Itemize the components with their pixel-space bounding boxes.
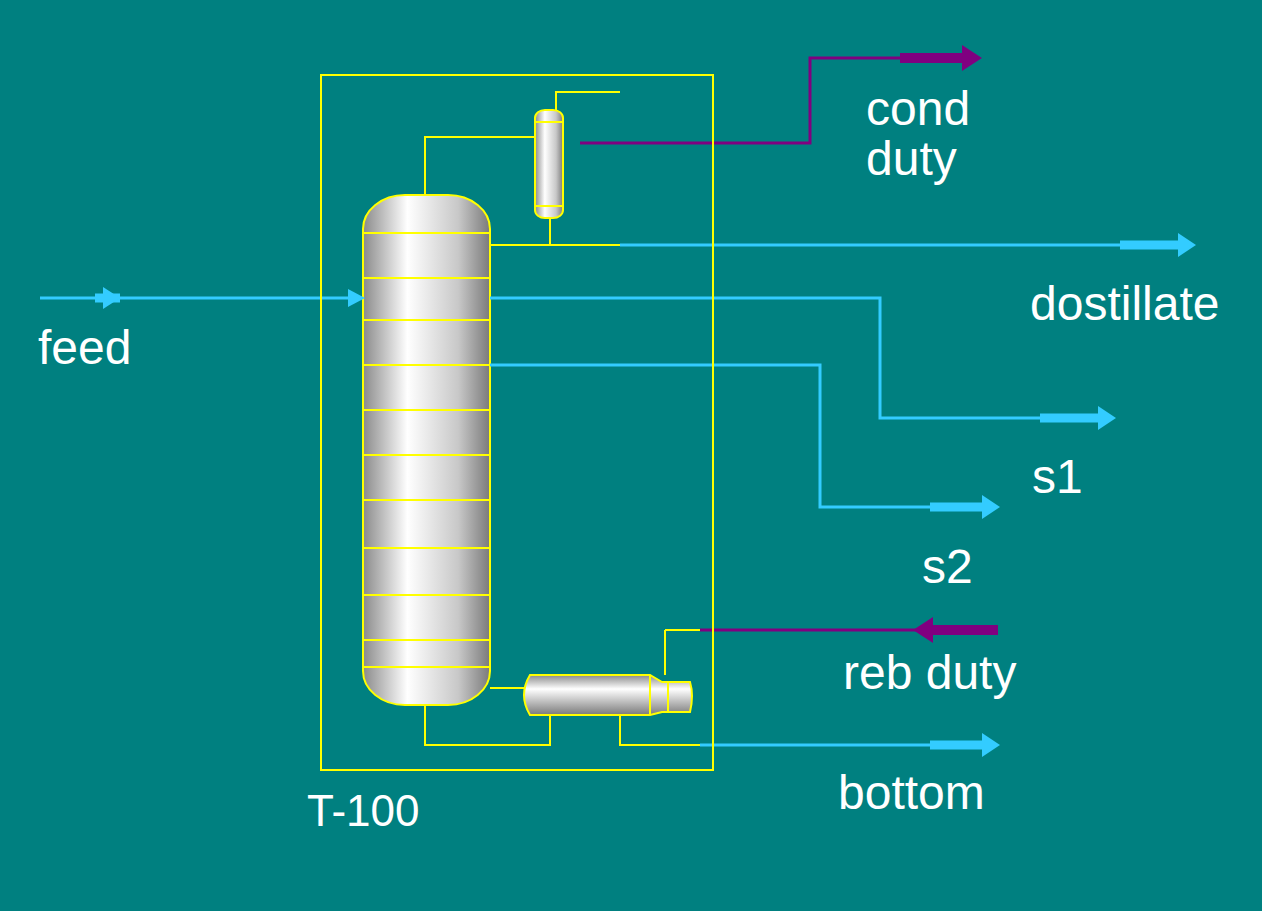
unit-tag: T-100 (307, 787, 420, 835)
material-streams (40, 245, 1180, 745)
stream-label: s1 (1032, 452, 1083, 502)
condenser (535, 110, 563, 218)
column-boundary-box: T-100 (320, 74, 714, 771)
stream-label: feed (38, 323, 131, 373)
stream-label: cond duty (866, 84, 1006, 184)
stream-label: reb duty (843, 648, 1016, 698)
reboiler (524, 675, 692, 715)
column-vessel (363, 195, 490, 705)
stream-label: bottom (838, 768, 985, 818)
stream-label: s2 (922, 542, 973, 592)
stream-label: dostillate (1030, 279, 1219, 329)
